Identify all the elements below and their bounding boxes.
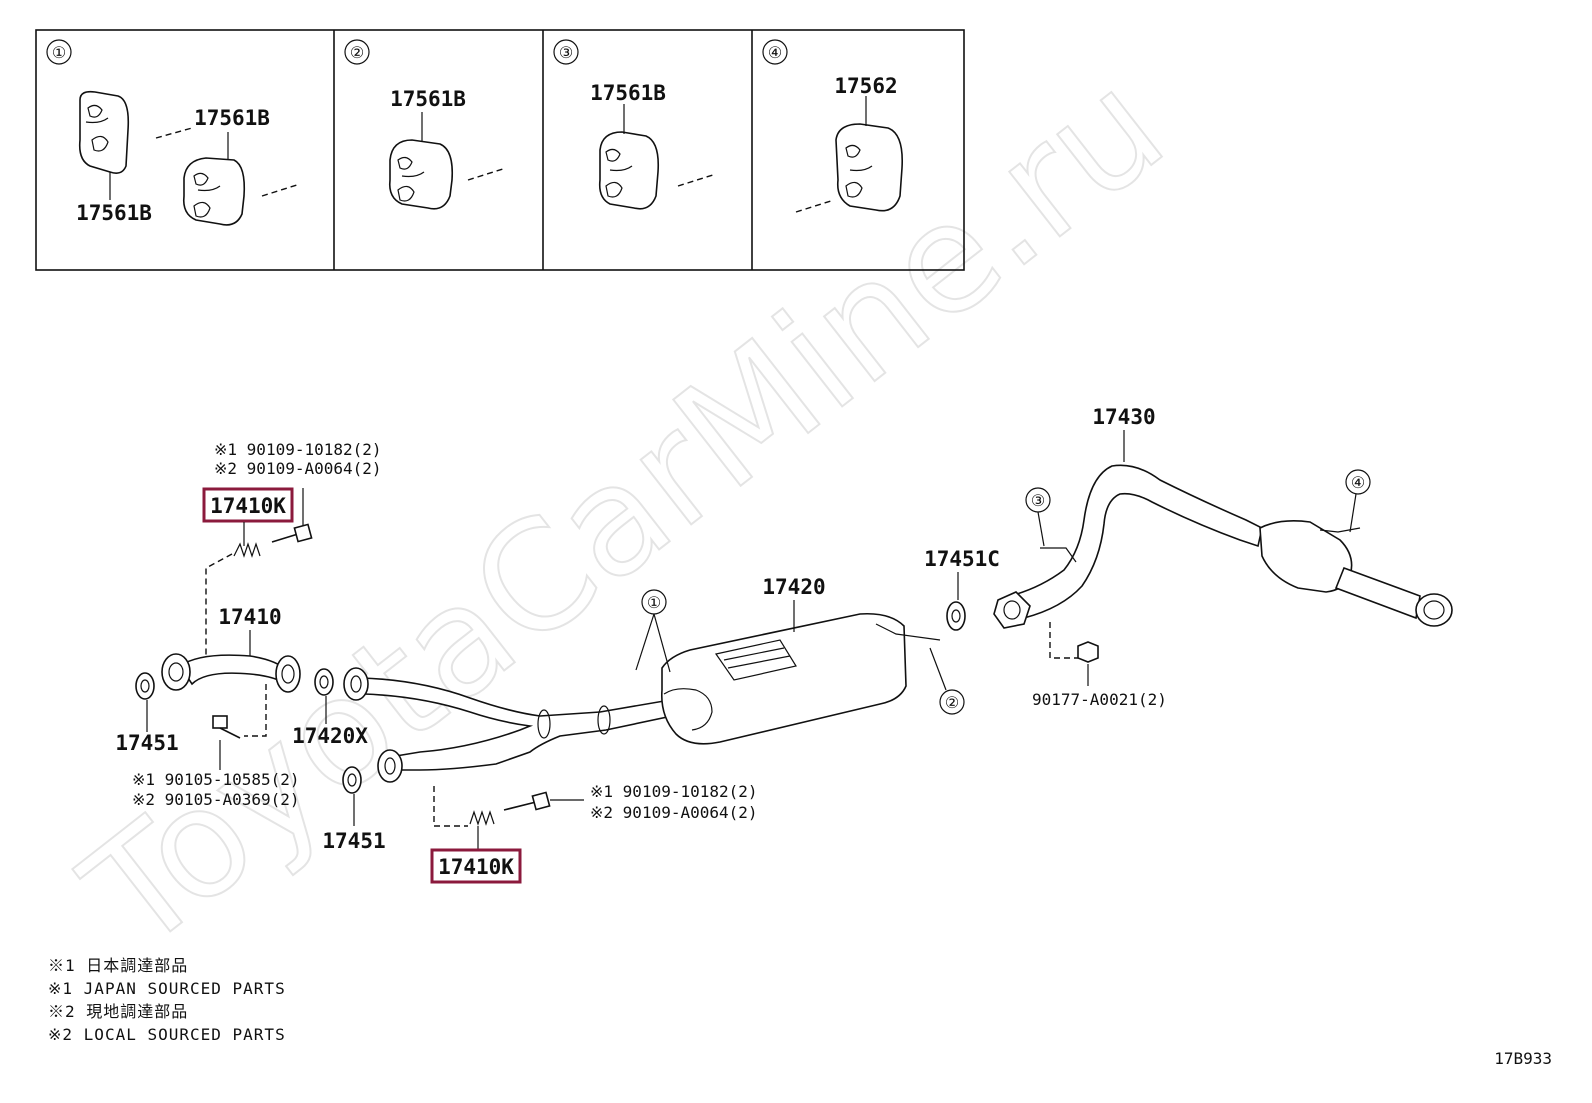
muffler-17420 <box>660 612 941 745</box>
spring-kit-bottom-highlight <box>430 848 522 884</box>
inset-1-label-top: 17561B <box>194 106 270 130</box>
inset-4-label: 17562 <box>834 74 897 98</box>
gasket-icon <box>946 601 966 631</box>
exhaust-pipe-label: 17410 <box>218 605 281 629</box>
bolt-ref-mid-1: ※1 90105-10585(2) <box>132 770 300 789</box>
spring-kit-bottom-label: 17410K <box>438 855 514 879</box>
inset-2-number: ② <box>350 43 364 62</box>
nut-ref: 90177-A0021(2) <box>1032 690 1167 709</box>
footnote-2: ※1 JAPAN SOURCED PARTS <box>48 979 286 998</box>
inset-3-label: 17561B <box>590 81 666 105</box>
inset-2-label: 17561B <box>390 87 466 111</box>
bolt-icon <box>503 791 551 811</box>
inset-1-label-bottom: 17561B <box>76 201 152 225</box>
gasket-icon <box>135 672 155 700</box>
spring-icon <box>233 542 261 558</box>
callout-2: ② <box>945 693 959 712</box>
hanger-rubber-icon <box>388 139 454 210</box>
center-pipe-label: 17420 <box>762 575 825 599</box>
gasket-icon <box>342 766 362 794</box>
hanger-rubber-icon <box>182 157 246 226</box>
inset-1: ① 17561B 17561B <box>46 39 301 226</box>
spring-kit-top-label: 17410K <box>210 494 286 518</box>
tail-pipe-17430 <box>993 464 1453 629</box>
callout-1: ① <box>647 593 661 612</box>
gasket-left-label: 17451 <box>115 731 178 755</box>
gasket-center-label: 17420X <box>292 724 368 748</box>
footnotes: ※1 日本調達部品 ※1 JAPAN SOURCED PARTS ※2 現地調達… <box>48 956 286 1044</box>
inset-4: ④ 17562 <box>762 39 904 213</box>
bolt-icon <box>212 715 241 739</box>
center-pipe-17420 <box>343 667 673 783</box>
callout-3: ③ <box>1031 491 1045 510</box>
gasket-icon <box>314 668 334 696</box>
gasket-rear-label: 17451C <box>924 547 1000 571</box>
bolt-ref-top-2: ※2 90109-A0064(2) <box>214 459 382 478</box>
bolt-ref-mid-2: ※2 90105-A0369(2) <box>132 790 300 809</box>
inset-1-number: ① <box>52 43 66 62</box>
footnote-3: ※2 現地調達部品 <box>48 1002 188 1021</box>
footnote-1: ※1 日本調達部品 <box>48 956 188 975</box>
bolt-ref-low-1: ※1 90109-10182(2) <box>590 782 758 801</box>
exhaust-pipe-17410 <box>161 653 301 693</box>
bolt-ref-low-2: ※2 90109-A0064(2) <box>590 803 758 822</box>
inset-3: ③ 17561B <box>553 39 717 210</box>
spring-icon <box>469 810 495 826</box>
inset-2: ② 17561B <box>344 39 507 210</box>
gasket-lower-label: 17451 <box>322 829 385 853</box>
hanger-rubber-icon <box>78 90 130 174</box>
spring-kit-top-highlight <box>202 487 294 523</box>
footnote-4: ※2 LOCAL SOURCED PARTS <box>48 1025 286 1044</box>
callout-4: ④ <box>1351 473 1365 492</box>
bolt-ref-top-1: ※1 90109-10182(2) <box>214 440 382 459</box>
diagram-code: 17B933 <box>1494 1049 1552 1068</box>
bolt-icon <box>271 523 313 543</box>
inset-4-number: ④ <box>768 43 782 62</box>
tail-pipe-label: 17430 <box>1092 405 1155 429</box>
nut-icon <box>1077 641 1099 663</box>
inset-3-number: ③ <box>559 43 573 62</box>
hanger-rubber-icon <box>835 123 904 212</box>
inset-panels <box>35 29 965 271</box>
hanger-rubber-icon <box>598 131 660 210</box>
